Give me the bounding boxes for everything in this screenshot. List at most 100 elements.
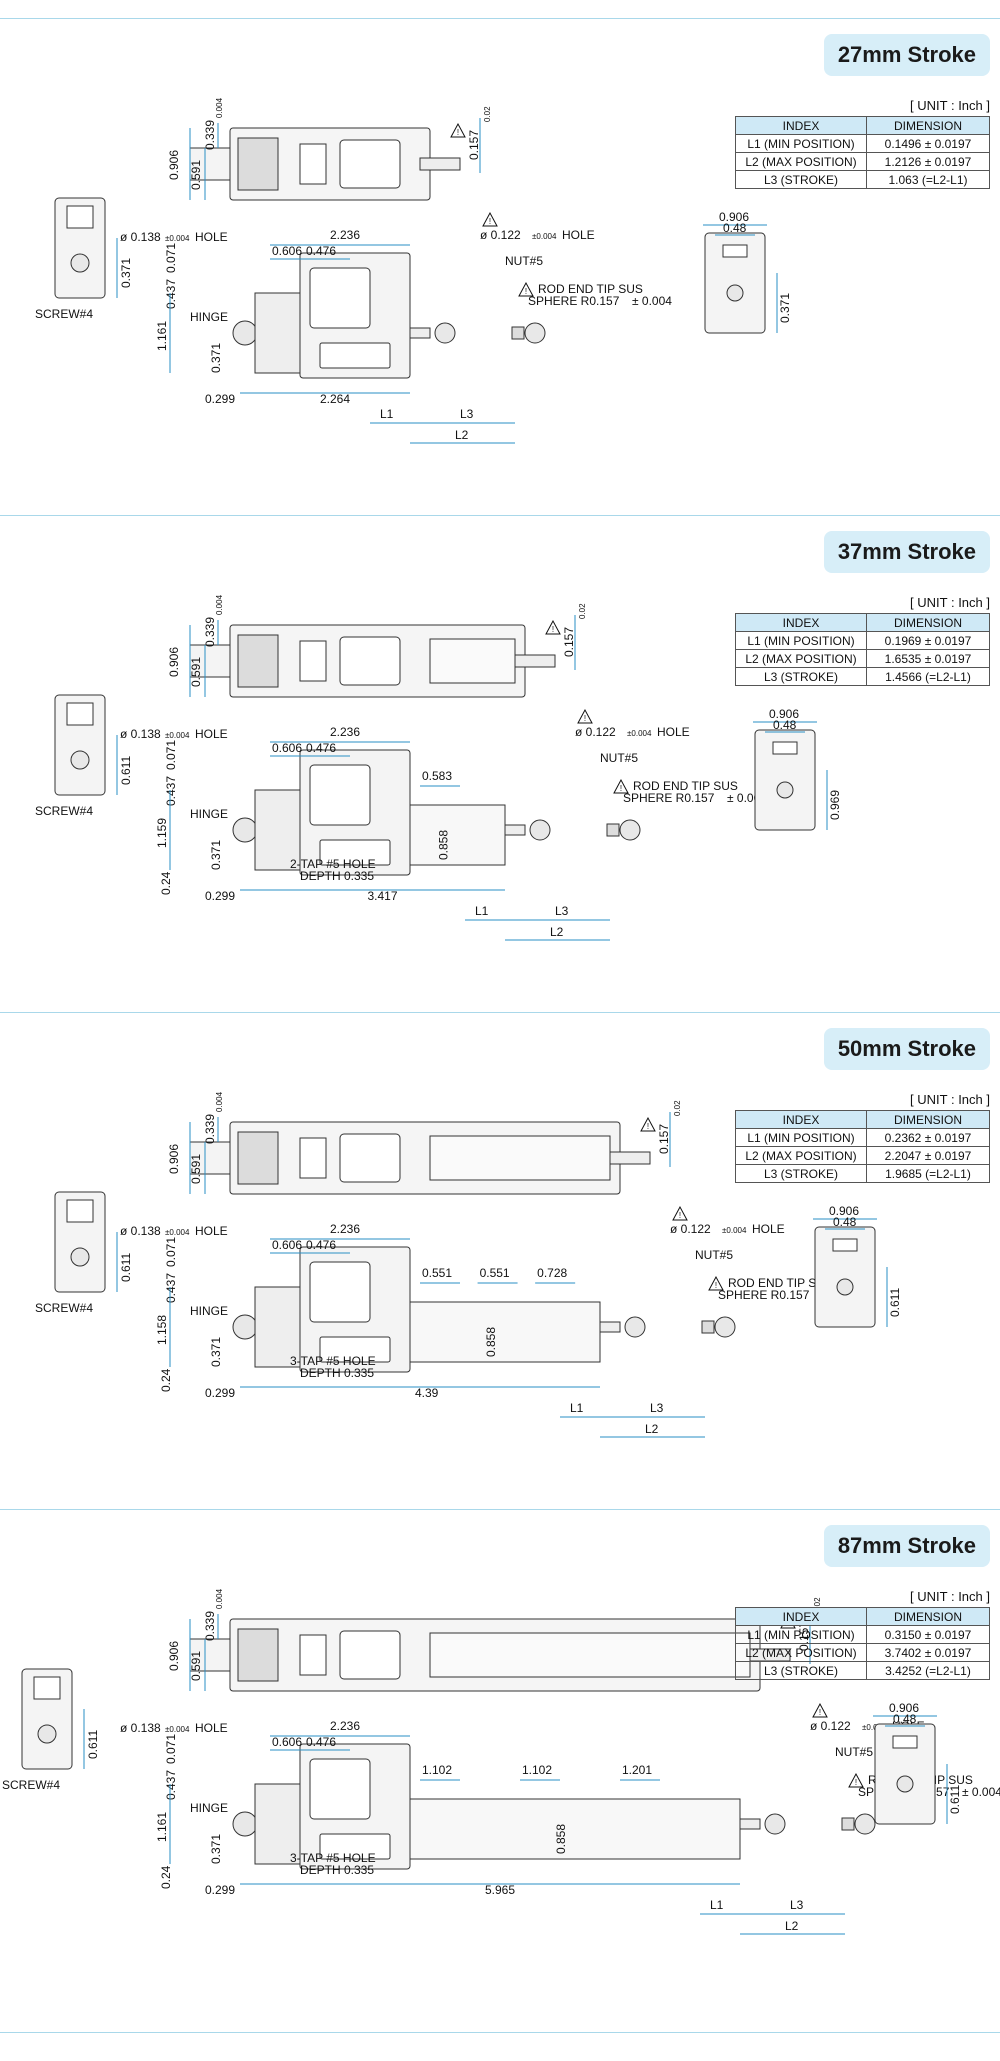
dim-end-right: 0.371 bbox=[778, 293, 792, 323]
tap-depth-label: DEPTH 0.335 bbox=[300, 1863, 374, 1877]
dim-0858: 0.858 bbox=[484, 1327, 498, 1357]
tap-hole-label: 3-TAP #5 HOLE bbox=[290, 1851, 376, 1865]
screw-label: SCREW#4 bbox=[2, 1778, 60, 1792]
dimension-cell: 1.9685 (=L2-L1) bbox=[866, 1164, 990, 1183]
table-row: L1 (MIN POSITION)0.1496 ± 0.0197 bbox=[735, 134, 990, 153]
end-view-cap bbox=[66, 205, 94, 229]
unit-label: [ UNIT : Inch ] bbox=[910, 98, 990, 113]
hole-b-label: HOLE bbox=[752, 1222, 785, 1236]
dim-2236: 2.236 bbox=[330, 1222, 360, 1236]
top-view-gearbox bbox=[237, 1628, 279, 1682]
top-view-connector bbox=[299, 143, 327, 185]
dim-0606: 0.606 bbox=[272, 741, 302, 755]
dim-end-0906: 0.906 bbox=[719, 210, 749, 224]
dim-0476: 0.476 bbox=[306, 244, 336, 258]
hole-b-tolerance: ±0.004 bbox=[532, 232, 557, 241]
dim-end-0906: 0.906 bbox=[769, 707, 799, 721]
nut-label: NUT#5 bbox=[505, 254, 543, 268]
dim-length: 4.39 bbox=[415, 1386, 439, 1400]
end-view-cap bbox=[66, 702, 94, 726]
dim-0339: 0.339 bbox=[203, 1611, 217, 1641]
hole-a-label: HOLE bbox=[195, 1224, 228, 1238]
svg-text:!: ! bbox=[679, 1211, 681, 1220]
dim-L3: L3 bbox=[555, 904, 569, 918]
dim-024: 0.24 bbox=[159, 1368, 173, 1392]
dim-width-0591: 0.591 bbox=[189, 1154, 203, 1184]
rod-end-label: ROD END TIP SUS bbox=[728, 1276, 833, 1290]
stroke-title-badge: 87mm Stroke bbox=[823, 1525, 990, 1567]
rod-end-label: ROD END TIP SUS bbox=[538, 282, 643, 296]
dimension-cell: 3.4252 (=L2-L1) bbox=[866, 1661, 990, 1680]
index-header: INDEX bbox=[735, 613, 867, 632]
table-row: L2 (MAX POSITION)2.2047 ± 0.0197 bbox=[735, 1146, 990, 1165]
dim-spacing: 1.201 bbox=[622, 1763, 652, 1777]
dim-0476: 0.476 bbox=[306, 1735, 336, 1749]
hole-a-tolerance: ±0.004 bbox=[165, 731, 190, 740]
dim-spacing: 0.728 bbox=[537, 1266, 567, 1280]
side-view-rod-tip bbox=[739, 1818, 761, 1830]
dim-0606: 0.606 bbox=[272, 1238, 302, 1252]
table-row: L2 (MAX POSITION)1.6535 ± 0.0197 bbox=[735, 649, 990, 668]
index-cell: L3 (STROKE) bbox=[735, 667, 867, 686]
side-view-extension bbox=[409, 1798, 741, 1860]
rod-end-label: ROD END TIP SUS bbox=[633, 779, 738, 793]
dimension-cell: 0.1496 ± 0.0197 bbox=[866, 134, 990, 153]
dim-0299: 0.299 bbox=[205, 392, 235, 406]
dim-L1: L1 bbox=[710, 1898, 724, 1912]
rod-end-sphere-label: SPHERE R0.157 bbox=[528, 294, 620, 308]
nut-label: NUT#5 bbox=[835, 1745, 873, 1759]
dim-spacing: 0.551 bbox=[480, 1266, 510, 1280]
hole-b-tolerance: ±0.004 bbox=[862, 1723, 887, 1732]
dim-0157: 0.157 bbox=[467, 130, 481, 160]
dim-L2: L2 bbox=[645, 1422, 659, 1436]
svg-text:!: ! bbox=[584, 714, 586, 723]
dim-width-0591: 0.591 bbox=[189, 657, 203, 687]
warning-icon: ! bbox=[640, 1116, 656, 1132]
dim-end-side: 0.611 bbox=[119, 1253, 133, 1282]
hole-b-tolerance: ±0.004 bbox=[722, 1226, 747, 1235]
dim-end-right: 0.969 bbox=[828, 790, 842, 820]
bottom-divider bbox=[0, 2032, 1000, 2033]
side-view-cover bbox=[319, 1833, 391, 1860]
end-view-rod bbox=[776, 781, 794, 799]
nut-label: NUT#5 bbox=[600, 751, 638, 765]
hole-b-label: HOLE bbox=[562, 228, 595, 242]
index-cell: L2 (MAX POSITION) bbox=[735, 1643, 867, 1662]
warning-icon: ! bbox=[545, 619, 561, 635]
rod-end-sphere-label: SPHERE R0.157 bbox=[718, 1288, 810, 1302]
dim-0437: 0.437 bbox=[164, 1273, 178, 1303]
hole-b-label: HOLE bbox=[657, 725, 690, 739]
dim-2236: 2.236 bbox=[330, 228, 360, 242]
index-cell: L3 (STROKE) bbox=[735, 170, 867, 189]
top-view-connector bbox=[299, 640, 327, 682]
rod-end-eye bbox=[434, 322, 456, 344]
end-view-hinge bbox=[37, 1724, 57, 1744]
unit-label: [ UNIT : Inch ] bbox=[910, 1589, 990, 1604]
side-view-gearbox bbox=[254, 1286, 301, 1368]
hinge-eye bbox=[232, 320, 258, 346]
dim-width-0591: 0.591 bbox=[189, 1651, 203, 1681]
index-cell: L2 (MAX POSITION) bbox=[735, 649, 867, 668]
dim-spacing: 1.102 bbox=[422, 1763, 452, 1777]
unit-label: [ UNIT : Inch ] bbox=[910, 595, 990, 610]
rod-end-tolerance: ± 0.004 bbox=[962, 1785, 1000, 1799]
rod-end-tip bbox=[854, 1813, 876, 1835]
nut-label: NUT#5 bbox=[695, 1248, 733, 1262]
svg-text:!: ! bbox=[552, 625, 554, 634]
warning-icon: ! bbox=[518, 281, 534, 297]
top-view-connector bbox=[299, 1634, 327, 1676]
section-divider bbox=[0, 515, 1000, 516]
top-view-extension bbox=[429, 1632, 751, 1678]
